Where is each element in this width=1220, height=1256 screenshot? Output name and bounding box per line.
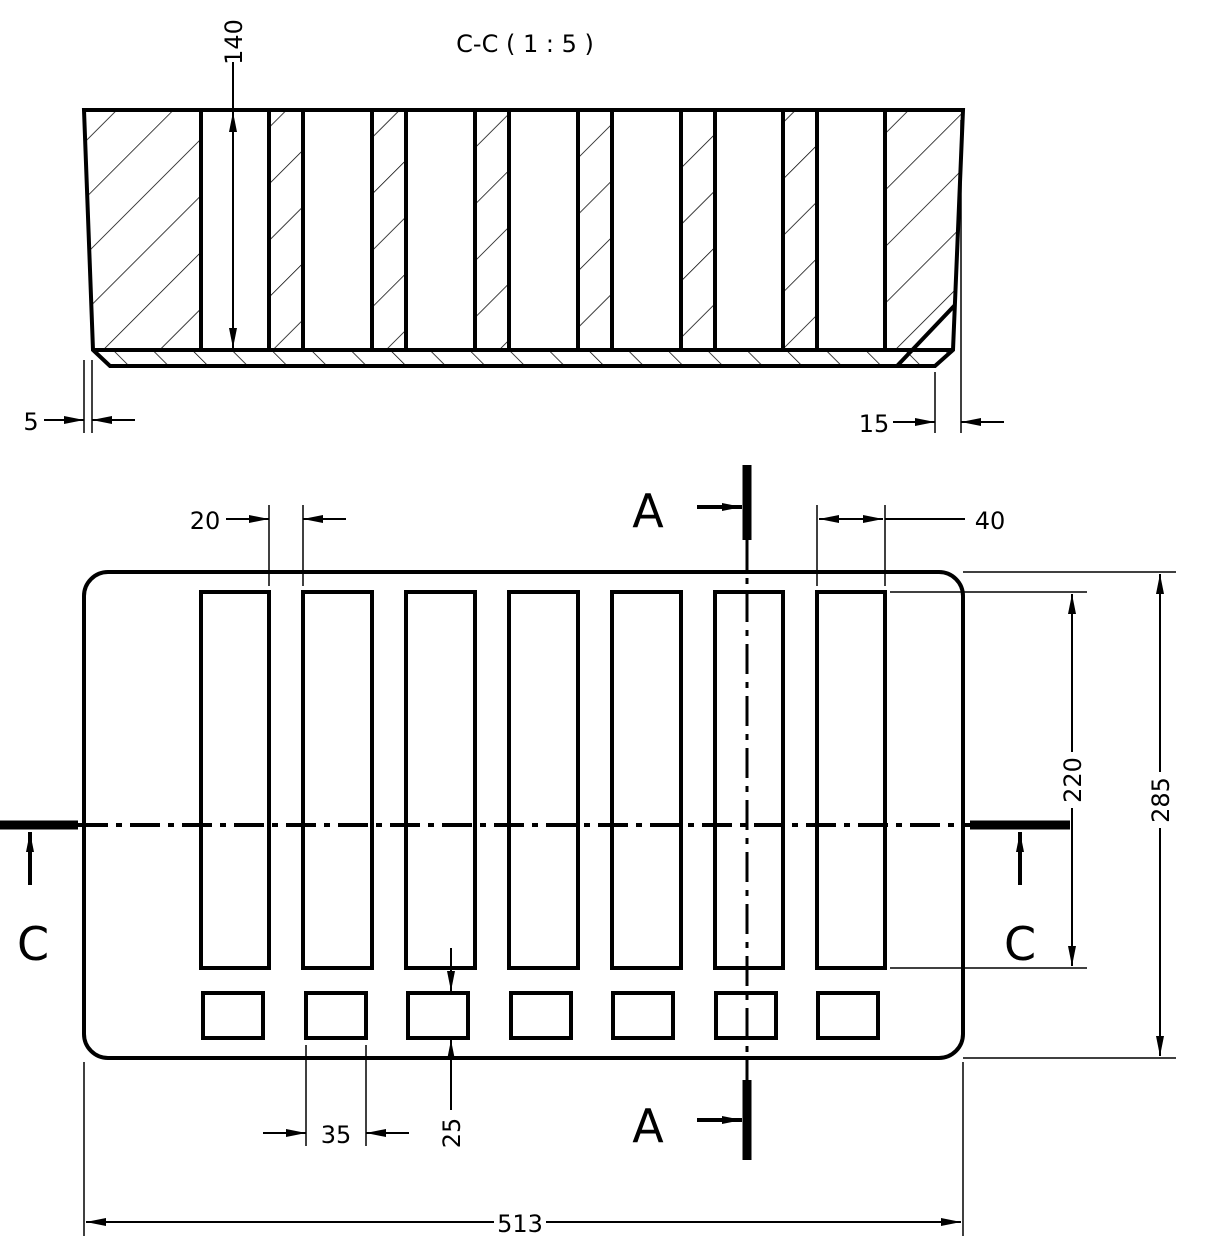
long-slots — [199, 590, 887, 970]
rib-lines — [199, 110, 887, 350]
base-plate-hatch — [93, 350, 953, 366]
section-label-a-bottom: A — [632, 1099, 664, 1153]
rib-hatches — [269, 110, 817, 350]
dim-overall-width: 285 — [1147, 777, 1175, 823]
dim-slot-length: 220 — [1059, 757, 1087, 803]
dim-height: 140 — [220, 19, 248, 65]
dim-edge-margin: 40 — [975, 507, 1006, 535]
left-wall-hatch — [84, 110, 201, 350]
section-label-c-left: C — [17, 917, 49, 971]
section-view-c-c: C-C ( 1 : 5 ) 140 5 15 — [23, 19, 1004, 438]
dim-rib-width: 20 — [190, 507, 221, 535]
dim-overall-length: 513 — [497, 1210, 543, 1238]
dim-small-slot-width: 35 — [321, 1121, 352, 1149]
chamfer-line — [895, 303, 957, 368]
section-label-a-top: A — [632, 484, 664, 538]
right-wall-hatch — [885, 110, 963, 350]
plan-view: C C A A 20 40 220 285 35 25 513 — [0, 465, 1176, 1238]
dim-wall-offset: 5 — [23, 408, 38, 436]
tray-outline — [82, 570, 965, 1060]
section-title: C-C ( 1 : 5 ) — [456, 30, 594, 58]
dim-chamfer: 15 — [859, 410, 890, 438]
dim-small-slot-height: 25 — [438, 1118, 466, 1149]
section-label-c-right: C — [1004, 917, 1036, 971]
section-outline — [81, 108, 966, 368]
small-slots — [201, 991, 880, 1040]
